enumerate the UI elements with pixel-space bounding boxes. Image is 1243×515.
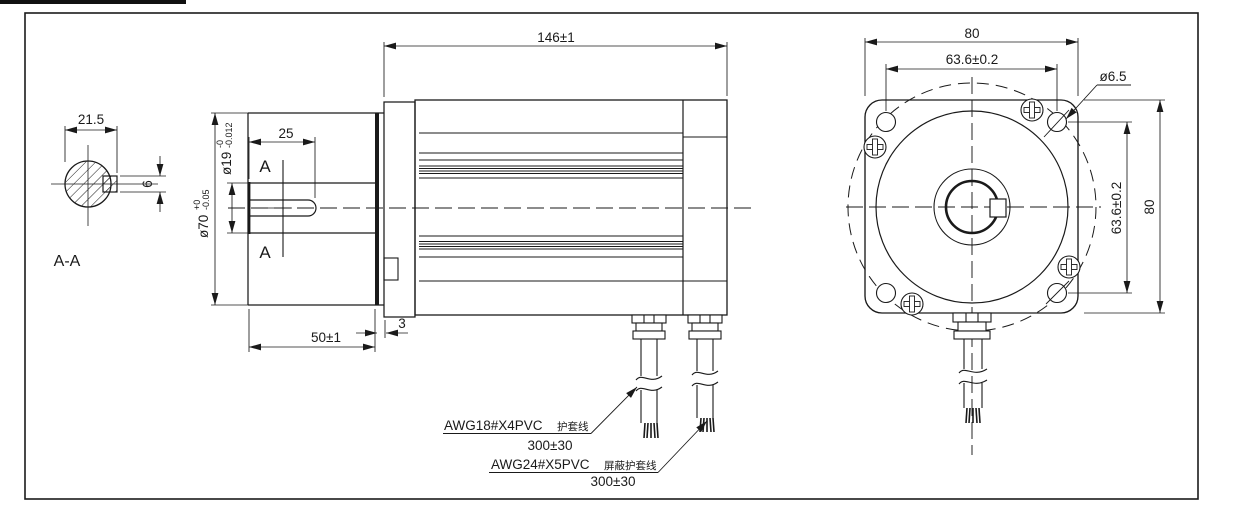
front-flange-plate [383,101,416,318]
dim-80-top-text: 80 [964,26,979,41]
front-centerlines [846,77,1101,455]
svg-text:-0: -0 [215,140,225,148]
shaft [247,182,377,234]
dim-dia19 [227,182,248,234]
stator-fins [419,132,683,282]
key-section [102,175,118,193]
key-front [989,198,1007,218]
dim-636-right-text: 63.6±0.2 [1109,182,1124,234]
keyway-slot [249,199,317,217]
svg-text:-0.05: -0.05 [201,189,211,210]
dim-dia19-text: ø19 -0 -0.012 [215,122,234,175]
cable-1-wires [643,422,659,439]
dim-25 [248,137,316,198]
cable-gland-1 [631,314,667,340]
screw-icon [1057,255,1081,279]
cable2-spec-text: AWG24#X5PVC [491,457,590,472]
screw-icon [863,135,887,159]
front-cable-wires [965,407,981,424]
svg-text:ø70: ø70 [196,215,211,238]
cable1-length-text: 300±30 [528,438,573,453]
screw-icon [1020,98,1044,122]
motor-body [414,99,728,316]
cable-gland-2 [687,314,723,340]
screw-icon [900,292,924,316]
dim-636-top [885,64,1058,111]
cable-2 [691,339,719,433]
dim-6 [120,156,166,212]
cable2-spec-cn-text: 屏蔽护套线 [604,459,657,472]
cable1-leader [590,386,638,434]
drawing-border [24,12,1199,500]
cable1-spec-cn-text: 护套线 [557,420,589,433]
dim-21-5-text: 21.5 [78,112,104,127]
svg-text:ø19: ø19 [219,152,234,175]
cable-1 [635,339,663,439]
side-view: A A [192,30,757,489]
bearing-boss-circle [933,168,1011,246]
cable2-length-text: 300±30 [591,474,636,489]
dim-80-right-text: 80 [1142,199,1157,214]
dim-21-5 [64,126,118,173]
endcap-lines [683,136,727,282]
section-marker-top: A [259,157,271,176]
dim-636-top-text: 63.6±0.2 [946,52,998,67]
dim-636-right [1068,121,1132,294]
front-cable [958,339,988,424]
dim-dia70-text: ø70 +0 -0.05 [192,189,211,238]
assembly-screws [863,98,1081,316]
dim-25-text: 25 [278,126,293,141]
section-marker-bottom: A [259,243,271,262]
svg-text:+0: +0 [192,200,202,210]
dim-3-text: 3 [398,316,406,331]
cable1-spec-text: AWG18#X4PVC [444,418,543,433]
cable2-leader [657,420,708,473]
section-view-label: A-A [54,253,81,270]
flange-boss [383,257,399,281]
pilot-housing [247,112,384,306]
svg-text:-0.012: -0.012 [224,122,234,148]
dia65-text: ø6.5 [1099,69,1126,84]
section-view-aa: 21.5 6 A-A [51,112,166,270]
dia65-leader [1065,84,1131,120]
dim-146-text: 146±1 [537,30,574,45]
cable-labels: AWG18#X4PVC 护套线 300±30 AWG24#X5PVC 屏蔽护套线… [443,386,708,489]
front-view: 80 63.6±0.2 ø6.5 63.6±0.2 [846,26,1165,455]
dim-80-right [1084,99,1165,314]
dim-6-text: 6 [140,180,155,188]
front-flange [864,99,1079,314]
bolt-holes [875,109,1070,305]
front-cable-gland [952,312,992,340]
pilot-circle [875,110,1069,304]
dim-3 [356,320,408,338]
title-bar-fragment [0,0,186,4]
dim-146 [383,42,728,97]
dim-50-text: 50±1 [311,330,341,345]
cable-2-wires [699,417,715,433]
dim-80-top [864,38,1079,96]
dim-dia70 [211,112,248,306]
